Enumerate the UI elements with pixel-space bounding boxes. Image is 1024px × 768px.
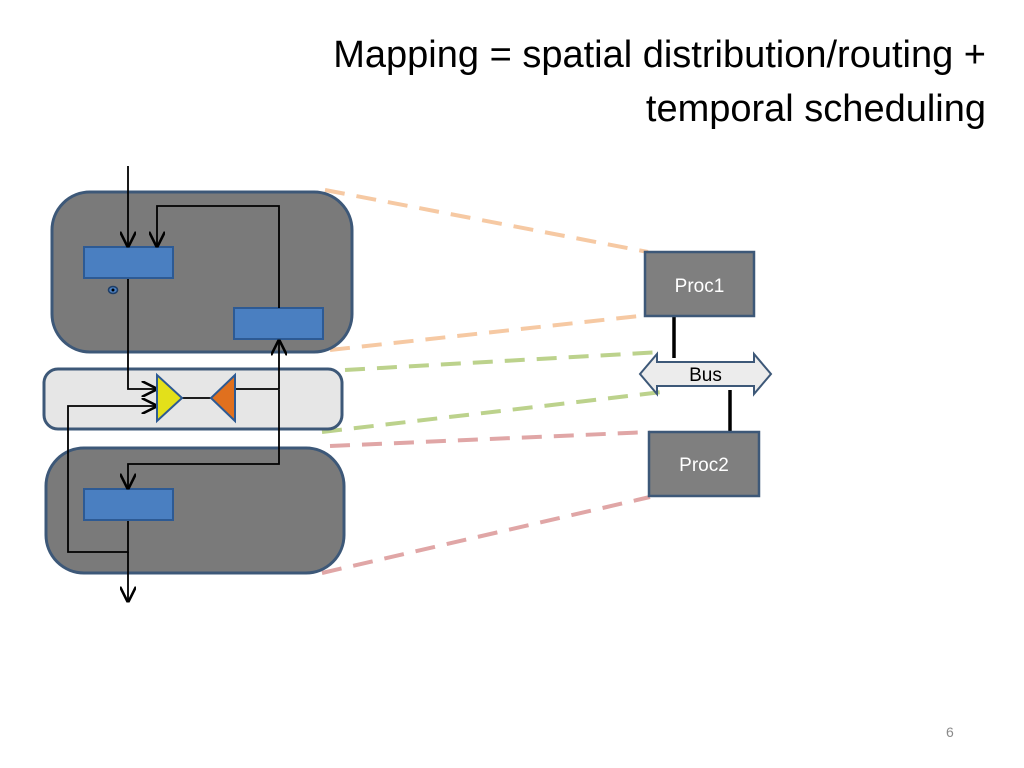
map-line-bus-top (344, 350, 663, 372)
bus-label: Bus (689, 365, 722, 386)
initial-token-icon (107, 285, 119, 295)
map-line-bus-bottom (321, 390, 663, 434)
actor-block-c (83, 488, 174, 521)
proc1-box: Proc1 (643, 250, 756, 318)
slide-title-line-1: Mapping = spatial distribution/routing + (333, 34, 986, 76)
feedback-edge (157, 205, 280, 308)
map-line-proc2-bottom (321, 495, 651, 575)
map-line-proc2-top (329, 430, 651, 448)
map-line-proc1-top (324, 188, 649, 254)
receive-triangle-icon (209, 372, 236, 424)
actor-block-b (233, 307, 324, 340)
slide-title-line-2: temporal scheduling (645, 88, 986, 130)
bus-arrow: Bus (638, 351, 773, 397)
proc2-label: Proc2 (679, 455, 729, 476)
page-number: 6 (946, 724, 954, 740)
actor-block-a (83, 246, 174, 279)
edge-c-loop (67, 406, 156, 553)
map-line-proc1-bottom (329, 313, 649, 352)
send-triangle-icon (156, 372, 184, 424)
proc2-box: Proc2 (647, 430, 761, 498)
proc1-label: Proc1 (675, 276, 725, 297)
dataflow-edges (67, 166, 280, 601)
edge-a-to-send (127, 279, 156, 389)
edge-to-c (128, 390, 280, 488)
edge-receive-to-b (236, 341, 279, 390)
channel-tile (42, 367, 344, 431)
mapping-lines (321, 188, 663, 575)
slide-title: Mapping = spatial distribution/routing +… (186, 28, 986, 136)
